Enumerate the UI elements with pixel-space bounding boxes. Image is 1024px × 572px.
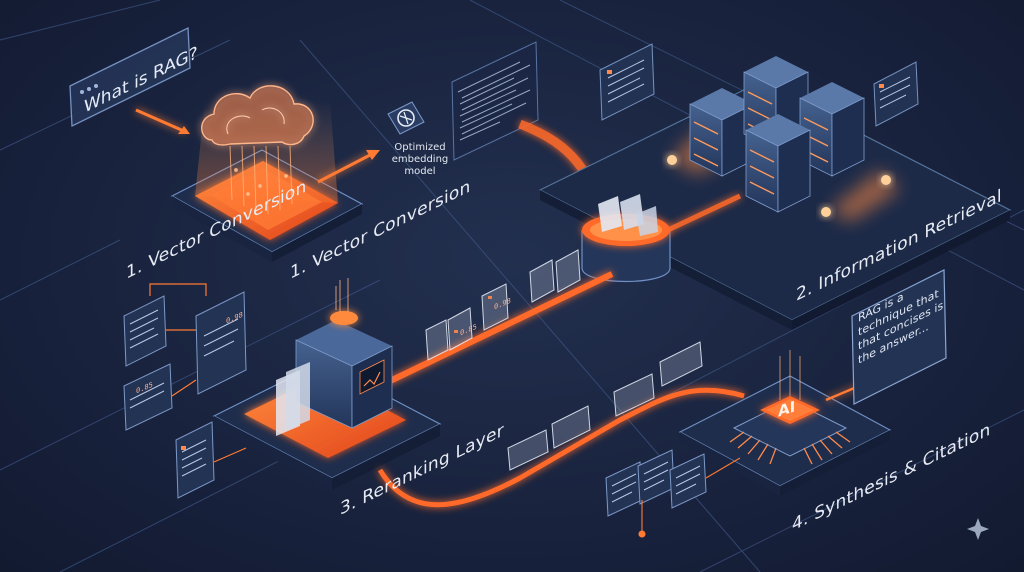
citation-doc-panel-2 bbox=[637, 449, 675, 505]
reranking-doc-panel-1 bbox=[123, 295, 167, 367]
server-stack-3 bbox=[799, 82, 865, 177]
cloud-icon bbox=[201, 85, 314, 146]
bucket-to-reranker-flow bbox=[386, 271, 614, 385]
retrieval-doc-panel-left bbox=[599, 43, 655, 121]
retrieval-bucket bbox=[581, 194, 671, 283]
embedding-model-label: Optimized embedding model bbox=[384, 142, 456, 178]
question-arrow bbox=[135, 108, 187, 134]
embedding-model-line-3: model bbox=[404, 166, 436, 177]
reranking-connectors bbox=[149, 283, 247, 463]
code-panel bbox=[451, 41, 539, 161]
answer-panel bbox=[851, 269, 947, 405]
embedding-model-line-2: embedding bbox=[391, 154, 449, 165]
spotlight-icons bbox=[667, 155, 891, 217]
citation-connectors bbox=[638, 457, 741, 538]
reranking-doc-panel-3 bbox=[123, 363, 173, 431]
reranking-doc-panel-4 bbox=[175, 421, 215, 499]
retrieval-doc-panel-right bbox=[873, 61, 919, 127]
question-bubble bbox=[69, 26, 191, 128]
openai-knot-icon bbox=[387, 101, 425, 135]
score-cards-strip bbox=[425, 249, 581, 361]
citation-doc-panel-3 bbox=[669, 453, 707, 509]
reranker-to-synthesis-flow bbox=[377, 387, 745, 508]
sparkle-icon bbox=[967, 518, 989, 540]
embedding-model-line-1: Optimized bbox=[394, 142, 446, 153]
server-to-bucket-flow bbox=[666, 193, 742, 233]
embedding-arrowhead bbox=[366, 150, 380, 160]
reranker-machine bbox=[276, 278, 393, 436]
question-arrowhead bbox=[178, 126, 190, 134]
synthesis-doc-strip bbox=[507, 341, 703, 471]
server-stack-4 bbox=[745, 114, 811, 213]
citation-doc-panel-1 bbox=[605, 461, 643, 517]
ai-chip-icon bbox=[729, 350, 851, 465]
reranking-doc-panel-2 bbox=[195, 291, 247, 395]
vector-streams bbox=[229, 145, 293, 215]
embedding-arrow bbox=[317, 152, 373, 184]
